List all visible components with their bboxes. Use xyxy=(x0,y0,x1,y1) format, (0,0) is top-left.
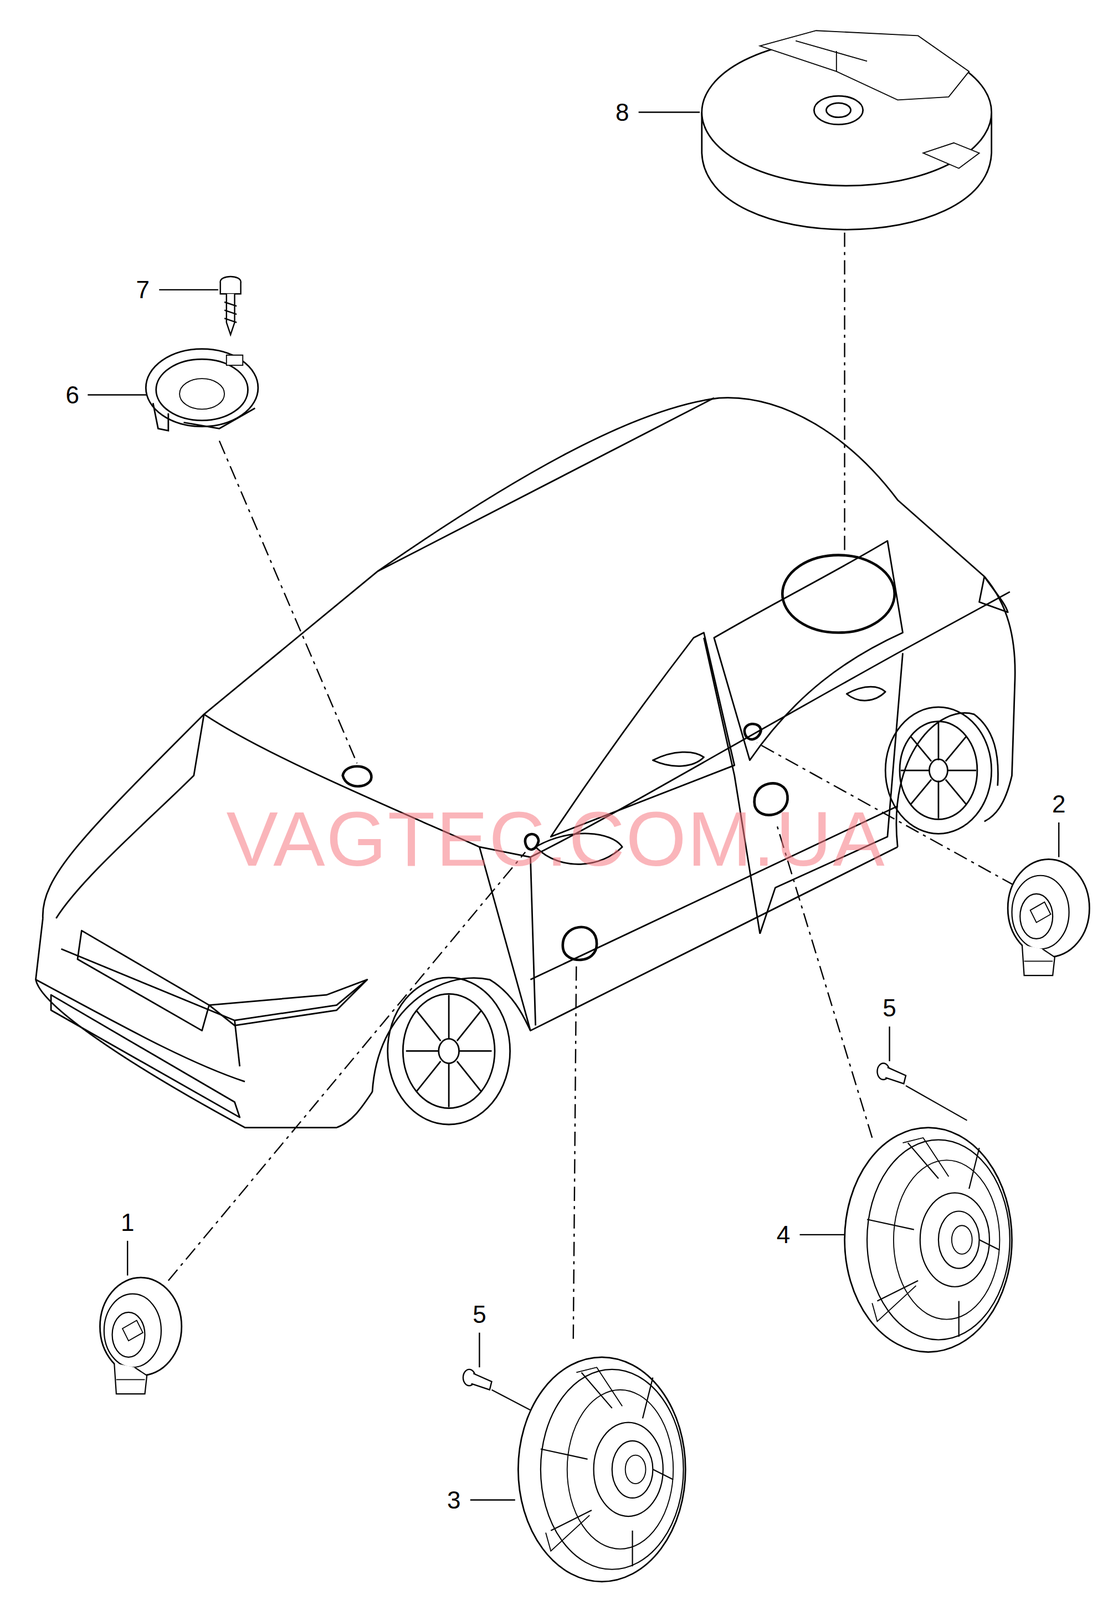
callout-number: 6 xyxy=(65,382,79,408)
screw xyxy=(220,276,241,335)
bass-speaker-rear xyxy=(844,1127,1013,1352)
callout-number: 3 xyxy=(447,1487,461,1512)
callout-leaders xyxy=(87,112,1059,1500)
callout-number: 4 xyxy=(776,1222,791,1247)
callout-number: 2 xyxy=(1052,791,1066,817)
subwoofer xyxy=(701,30,992,230)
tweeter-front xyxy=(99,1277,182,1394)
callout-number: 7 xyxy=(136,277,150,302)
callout-number: 8 xyxy=(615,100,629,125)
callout-number: 5 xyxy=(882,995,896,1020)
bass-speaker-front xyxy=(518,1356,686,1582)
screw xyxy=(877,1063,906,1084)
callout-number: 1 xyxy=(120,1209,135,1235)
callout-number: 5 xyxy=(472,1301,486,1327)
tweeter-rear xyxy=(1007,858,1090,976)
door-speaker-small xyxy=(145,349,259,431)
car-outline xyxy=(35,397,1015,1128)
screw xyxy=(463,1368,492,1390)
watermark: VAGTEC.COM.UA xyxy=(226,799,886,878)
location-marks xyxy=(342,555,895,960)
